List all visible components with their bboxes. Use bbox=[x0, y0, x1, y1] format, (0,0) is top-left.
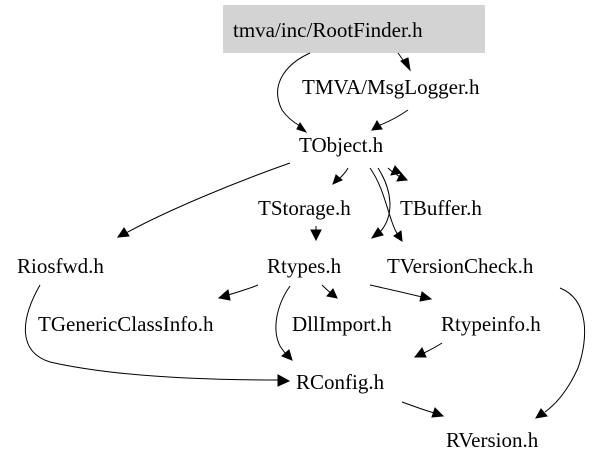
node-rtypeinfo[interactable]: Rtypeinfo.h bbox=[441, 312, 541, 336]
nodes: tmva/inc/RootFinder.h TMVA/MsgLogger.h T… bbox=[17, 18, 541, 452]
edge-rtypeinfo-rconfig bbox=[413, 342, 443, 358]
edge-msglogger-tobject bbox=[371, 109, 409, 131]
edge-rconfig-rversion bbox=[401, 401, 445, 418]
edge-rootfinder-msglogger bbox=[397, 52, 411, 72]
edges bbox=[24, 52, 586, 419]
node-tgenericclassinfo[interactable]: TGenericClassInfo.h bbox=[38, 312, 214, 336]
node-riosfwd[interactable]: Riosfwd.h bbox=[17, 254, 104, 278]
node-rconfig[interactable]: RConfig.h bbox=[296, 370, 385, 394]
edge-tversioncheck-rversion bbox=[535, 287, 586, 419]
edge-tobject-tversioncheck bbox=[369, 167, 403, 242]
node-rtypes[interactable]: Rtypes.h bbox=[267, 254, 342, 278]
edge-rtypes-tgenericclassinfo bbox=[217, 284, 259, 301]
edge-riosfwd-rconfig bbox=[24, 284, 291, 387]
edge-rtypes-dllimport bbox=[321, 284, 338, 299]
edge-tobject-tstorage bbox=[332, 167, 349, 185]
edge-tobject-tbuffer bbox=[387, 165, 409, 182]
edge-tstorage-rtypes bbox=[310, 225, 322, 242]
node-tversioncheck[interactable]: TVersionCheck.h bbox=[387, 254, 534, 278]
node-tbuffer[interactable]: TBuffer.h bbox=[400, 196, 482, 220]
node-rversion[interactable]: RVersion.h bbox=[446, 428, 539, 452]
edge-rootfinder-tobject bbox=[277, 52, 311, 133]
node-tstorage[interactable]: TStorage.h bbox=[258, 196, 351, 220]
node-dllimport[interactable]: DllImport.h bbox=[292, 312, 392, 336]
node-rootfinder[interactable]: tmva/inc/RootFinder.h bbox=[233, 18, 423, 42]
edge-tobject-riosfwd bbox=[117, 162, 291, 238]
node-msglogger[interactable]: TMVA/MsgLogger.h bbox=[302, 75, 480, 99]
edge-rtypes-rtypeinfo bbox=[369, 284, 433, 302]
edge-tobject-rtypes bbox=[370, 167, 391, 239]
root-node-box[interactable] bbox=[223, 5, 485, 53]
node-tobject[interactable]: TObject.h bbox=[299, 133, 384, 157]
edge-rtypes-rconfig bbox=[275, 285, 293, 361]
